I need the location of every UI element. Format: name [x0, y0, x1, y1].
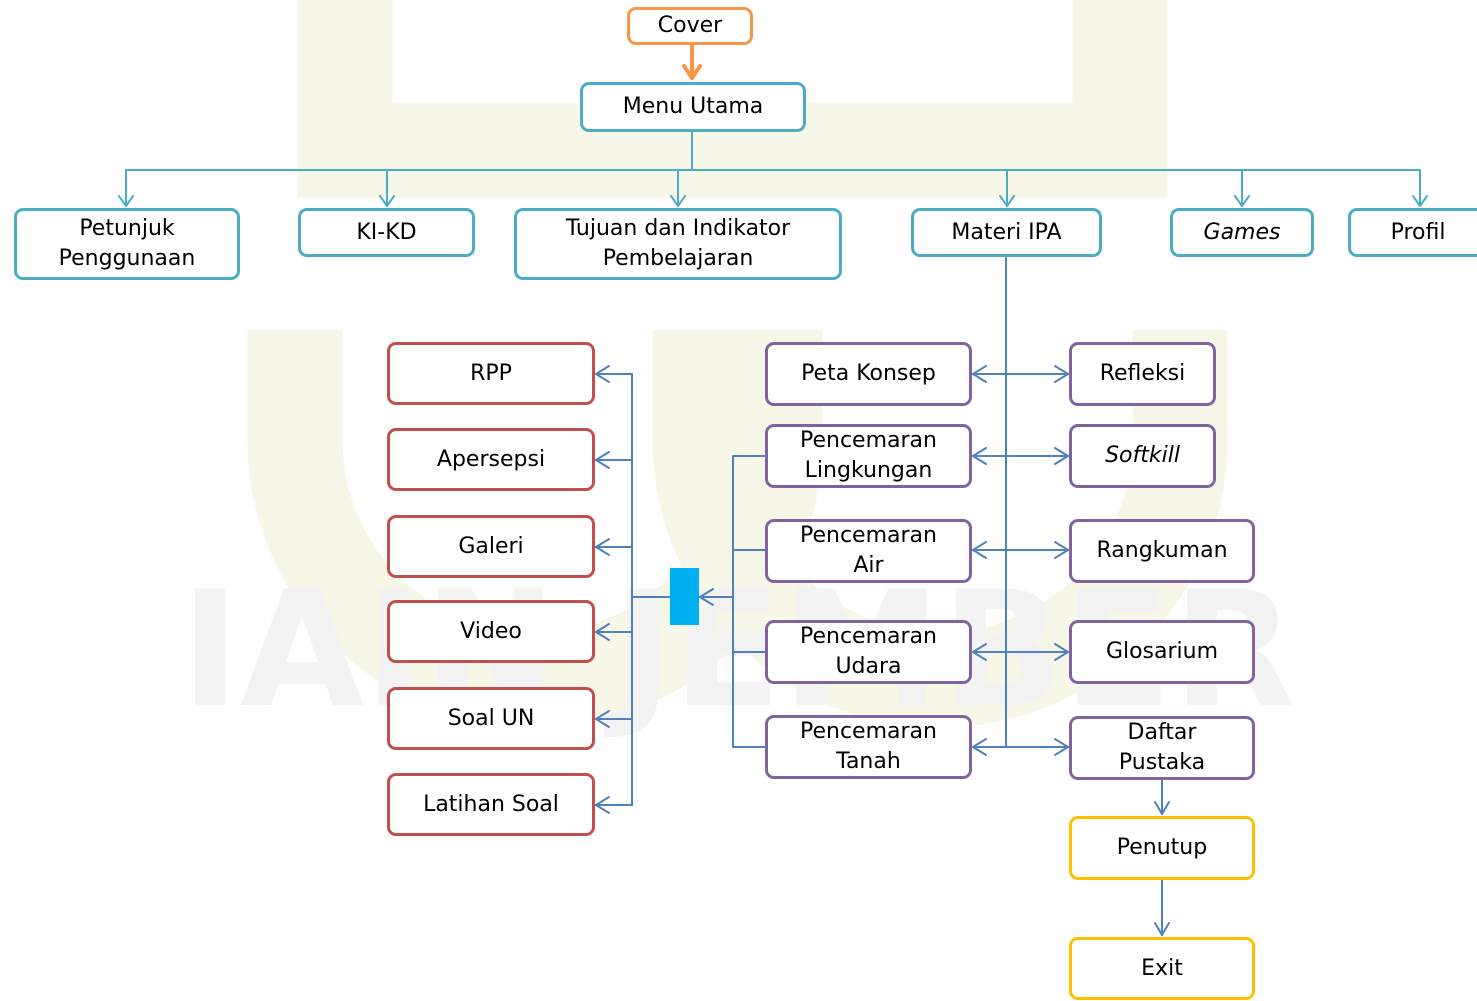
arrowhead-latihan-soal: [595, 796, 610, 814]
node-softkill: Softkill: [1069, 424, 1216, 488]
node-profil: Profil: [1348, 208, 1477, 257]
node-petunjuk-penggunaan: Petunjuk Penggunaan: [14, 208, 240, 280]
arrowhead-p-air: [972, 541, 987, 559]
arrowhead-peta-konsep: [972, 365, 987, 383]
arrowhead-tujuan: [670, 195, 686, 207]
arrowhead-soal-un: [595, 710, 610, 728]
arrowhead-p-tanah: [972, 738, 987, 756]
node-cover: Cover: [627, 7, 753, 45]
node-ki-kd: KI-KD: [298, 208, 475, 257]
node-rpp: RPP: [387, 342, 595, 405]
node-refleksi: Refleksi: [1069, 342, 1216, 406]
node-glosarium: Glosarium: [1069, 620, 1255, 684]
node-pencemaran-lingkungan: Pencemaran Lingkungan: [765, 424, 972, 488]
node-galeri: Galeri: [387, 515, 595, 578]
arrowhead-profil: [1412, 195, 1428, 207]
node-tujuan-indikator: Tujuan dan Indikator Pembelajaran: [514, 208, 842, 280]
node-rangkuman: Rangkuman: [1069, 519, 1255, 583]
connector-topics-bus: [732, 455, 766, 748]
arrowhead-petunjuk: [118, 195, 134, 207]
arrowhead-penutup: [1154, 801, 1170, 815]
node-penutup: Penutup: [1069, 816, 1255, 880]
node-menu-utama: Menu Utama: [580, 82, 806, 132]
arrowhead-exit: [1154, 922, 1170, 936]
arrowhead-galeri: [595, 538, 610, 556]
node-materi-ipa: Materi IPA: [911, 208, 1102, 257]
arrowhead-glosarium: [1054, 643, 1069, 661]
arrowhead-rangkuman: [1054, 541, 1069, 559]
arrowhead-materi: [999, 195, 1015, 207]
node-latihan-soal: Latihan Soal: [387, 773, 595, 836]
arrowhead-apersepsi: [595, 451, 610, 469]
arrowhead-p-udara: [972, 643, 987, 661]
arrowhead-games: [1234, 195, 1250, 207]
node-pencemaran-tanah: Pencemaran Tanah: [765, 715, 972, 779]
arrowhead-menu: [682, 64, 702, 80]
node-soal-un: Soal UN: [387, 687, 595, 750]
node-games: Games: [1170, 208, 1314, 257]
arrowhead-hub: [699, 588, 714, 606]
arrowhead-video: [595, 623, 610, 641]
arrowhead-softkill: [1054, 447, 1069, 465]
node-pencemaran-air: Pencemaran Air: [765, 519, 972, 583]
arrowhead-rpp: [595, 365, 610, 383]
node-daftar-pustaka: Daftar Pustaka: [1069, 716, 1255, 780]
hub-connector: [670, 568, 699, 625]
node-peta-konsep: Peta Konsep: [765, 342, 972, 406]
node-video: Video: [387, 600, 595, 663]
node-apersepsi: Apersepsi: [387, 428, 595, 491]
arrowhead-daftar-pustaka: [1054, 738, 1069, 756]
arrowhead-p-lingkungan: [972, 447, 987, 465]
node-exit: Exit: [1069, 937, 1255, 1000]
arrowhead-refleksi: [1054, 365, 1069, 383]
arrowhead-kikd: [379, 195, 395, 207]
node-pencemaran-udara: Pencemaran Udara: [765, 620, 972, 684]
